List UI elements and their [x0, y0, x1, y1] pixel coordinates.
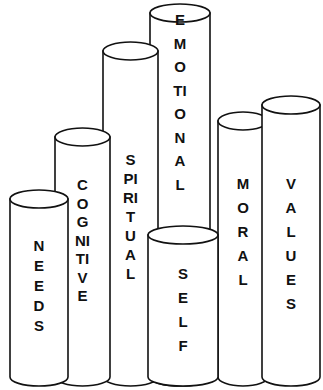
- cylinder-top: [103, 42, 158, 60]
- cylinder-body: [218, 121, 268, 386]
- cylinder: NEEDS: [10, 190, 68, 387]
- pillar-label: VALUES: [284, 172, 299, 316]
- cylinder-top: [262, 96, 320, 114]
- cylinder-outline: [148, 226, 218, 387]
- cylinder-body: [55, 137, 110, 386]
- cylinder-body: [148, 235, 218, 386]
- cylinder-top: [10, 190, 68, 208]
- pillar-label: SPIRITUAL: [123, 150, 138, 283]
- pillar-label: NEEDS: [32, 236, 47, 336]
- cylinder: MORAL: [218, 112, 268, 387]
- cylinder-body: [10, 199, 68, 386]
- cylinder-outline: [262, 96, 320, 387]
- pillar-label: MORAL: [236, 172, 251, 292]
- cylinder-top: [218, 112, 268, 130]
- cylinder-top: [148, 226, 218, 244]
- cylinder: VALUES: [262, 96, 320, 387]
- pillar-label: EMOTIONAL: [173, 8, 188, 196]
- cylinder: SELF: [148, 226, 218, 387]
- pillar-label: SELF: [176, 262, 191, 358]
- pillar-label: COGNITIVE: [75, 176, 90, 306]
- cylinder-body: [262, 105, 320, 386]
- cylinder-top: [55, 128, 110, 146]
